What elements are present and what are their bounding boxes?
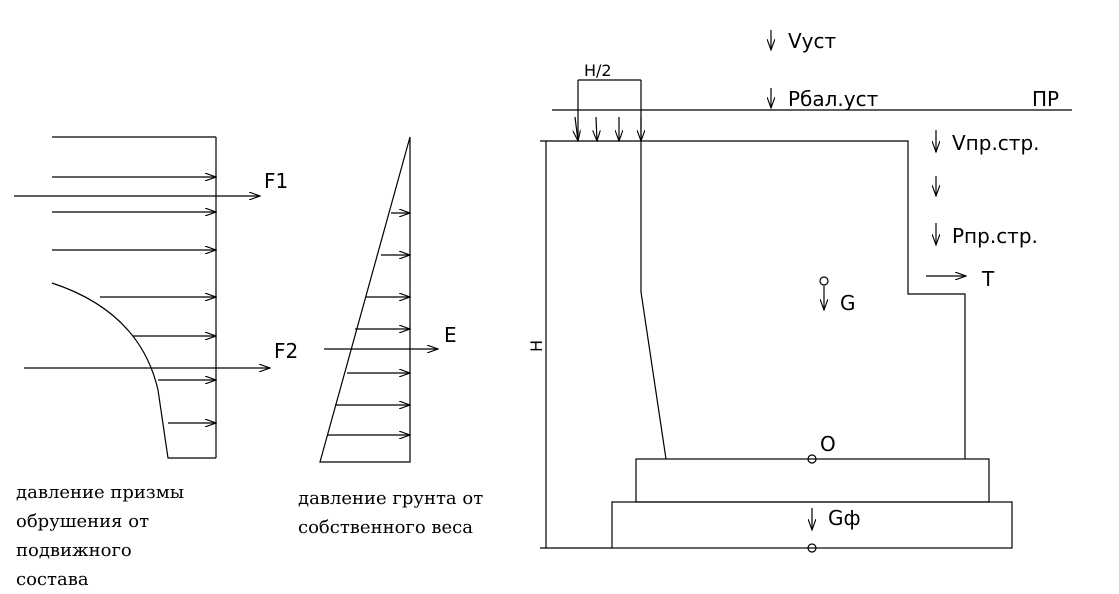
level-pr-label: ПР — [1032, 87, 1059, 111]
force-t-label: T — [981, 267, 995, 291]
caption-line: собственного веса — [298, 517, 473, 538]
point-o-marker — [807, 454, 817, 464]
force-f2-label: F2 — [274, 339, 298, 363]
load-p-pr-str-label: Pпр.стр. — [952, 224, 1038, 248]
centroid-g-point — [819, 276, 829, 286]
force-g-label: G — [840, 291, 856, 315]
foundation-upper-step — [635, 458, 990, 503]
point-o-label: O — [820, 432, 836, 456]
caption-line: подвижного — [16, 540, 132, 561]
caption-soil-pressure: давление грунта от собственного веса — [298, 484, 483, 542]
surcharge-curve — [51, 282, 216, 459]
load-arrow — [575, 116, 578, 141]
load-arrow — [596, 116, 597, 141]
force-f1-label: F1 — [264, 169, 288, 193]
caption-line: давление призмы — [16, 482, 185, 503]
soil-pressure-triangle: E — [319, 136, 457, 463]
wall-back-face — [640, 141, 667, 460]
load-v-pr-str-label: Vпр.стр. — [952, 131, 1040, 155]
caption-line: обрушения от — [16, 511, 150, 532]
dimension-h-label: H — [527, 340, 546, 352]
load-p-bal-ust-label: Pбал.уст — [788, 87, 879, 111]
caption-line: давление грунта от — [298, 488, 484, 509]
dimension-h-half-label: H/2 — [584, 61, 612, 80]
surcharge-arrows — [52, 177, 216, 423]
triangle-outline — [319, 136, 411, 463]
force-e-label: E — [444, 323, 457, 347]
surcharge-pressure-diagram: F1 F2 — [14, 136, 298, 459]
foundation-lower-step — [611, 501, 1013, 549]
caption-surcharge-pressure: давление призмы обрушения от подвижного … — [16, 478, 184, 594]
load-v-ust-label: Vуст — [788, 29, 837, 53]
caption-line: состава — [16, 569, 89, 590]
base-center-marker — [807, 543, 817, 553]
abutment-section: ПР H/2 H Vуст Pбал.уст Vпр.стр. Pпр.стр. — [527, 29, 1072, 553]
wall-outline — [578, 140, 966, 459]
soil-arrows — [328, 213, 410, 435]
force-g-f-label: Gф — [828, 506, 861, 530]
